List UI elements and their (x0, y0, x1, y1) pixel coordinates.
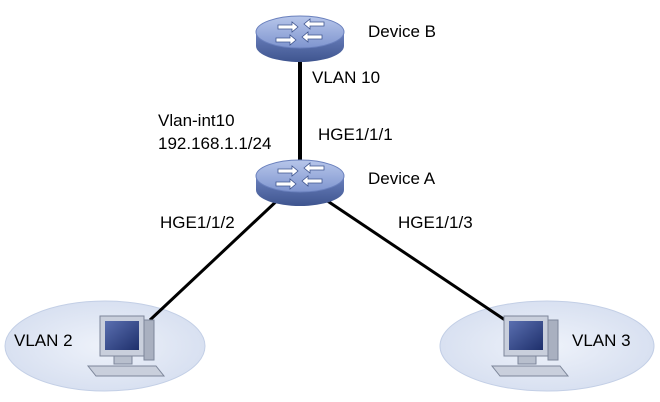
device-a-label: Device A (368, 169, 436, 188)
vlan-interface-label: Vlan-int10 (158, 111, 235, 130)
switch-device-b-icon (255, 15, 345, 62)
link-device-a-vlan2 (148, 194, 284, 322)
device-b-label: Device B (368, 22, 436, 41)
pc-vlan2-icon (86, 315, 166, 377)
port-hge-1-1-2-label: HGE1/1/2 (160, 213, 235, 232)
switch-device-a-icon (255, 159, 345, 206)
vlan-interface-ip-label: 192.168.1.1/24 (158, 134, 271, 153)
link-device-a-vlan3 (319, 194, 509, 324)
pc-vlan3-icon (490, 315, 570, 377)
vlan2-label: VLAN 2 (14, 331, 73, 350)
vlan3-label: VLAN 3 (572, 331, 631, 350)
vlan10-label: VLAN 10 (312, 68, 380, 87)
port-hge-1-1-3-label: HGE1/1/3 (398, 213, 473, 232)
port-hge-1-1-1-label: HGE1/1/1 (318, 125, 393, 144)
